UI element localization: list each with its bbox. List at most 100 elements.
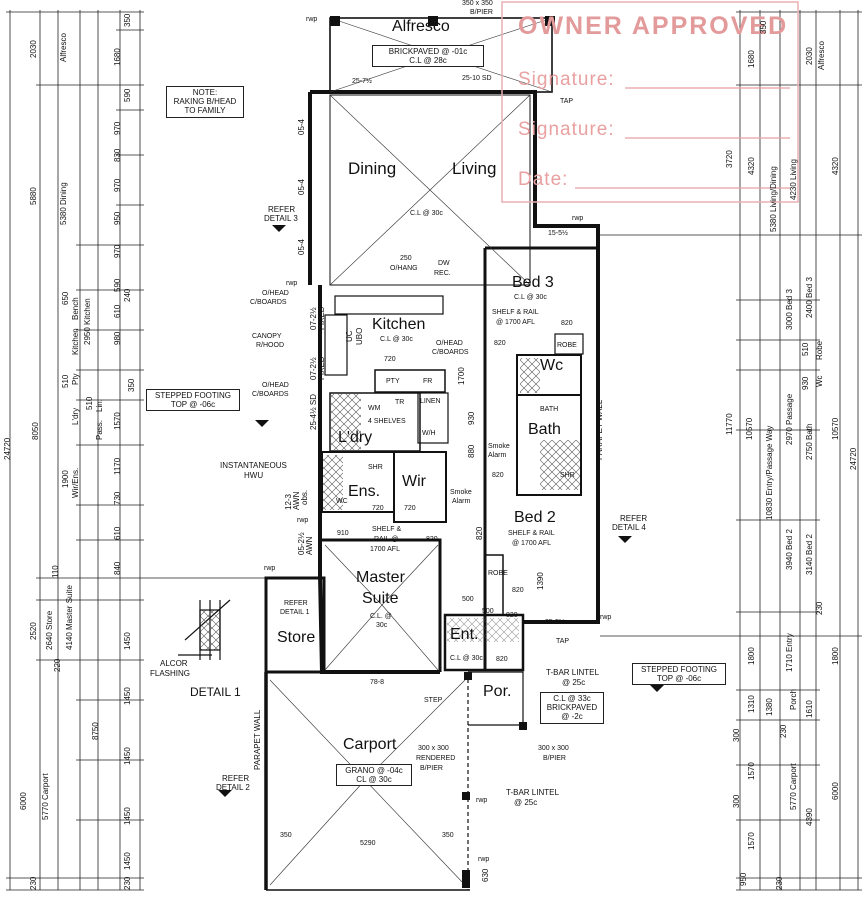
width-720-b: 720 [372, 505, 384, 512]
cboards-2: C/BOARDS [432, 349, 469, 356]
room-bath: Bath [528, 421, 561, 438]
width-820-f: 820 [506, 612, 518, 619]
refer-detail4-2: DETAIL 4 [612, 523, 646, 532]
shr-2: SHR [560, 472, 575, 479]
dim-630: 630 [481, 868, 490, 882]
tbar-2-a: T-BAR LINTEL [506, 788, 559, 797]
kitchen-ceiling: C.L @ 30c [380, 336, 413, 343]
shr-1: SHR [368, 464, 383, 471]
ld-5380-dining: 5380 Dining [59, 182, 68, 225]
ld-610: 610 [113, 304, 122, 318]
room-ens: Ens. [348, 483, 381, 500]
dim-1700: 1700 [457, 367, 466, 385]
porch-spec-2: BRICKPAVED [546, 703, 598, 713]
stamp-border [501, 1, 799, 203]
fixed-4: FIXED [317, 356, 326, 380]
rwp-3: rwp [286, 280, 298, 287]
ld-730: 730 [113, 491, 122, 505]
master-ceiling-1: C.L. @ [370, 613, 392, 620]
width-820-e: 820 [512, 587, 524, 594]
width-720-c: 720 [404, 505, 416, 512]
rd-1380: 1380 [765, 698, 774, 716]
ld-5880: 5880 [29, 187, 38, 205]
width-820-b: 820 [494, 340, 506, 347]
rd-510: 510 [801, 342, 810, 356]
ld-1900: 1900 [61, 470, 70, 488]
master-ceiling-2: 30c [376, 622, 388, 629]
right-dimension-lines [739, 10, 859, 890]
refer-detail4-1: REFER [620, 514, 648, 523]
rd-10570-b: 10570 [831, 417, 840, 440]
parapet-wall-right: PARAPET WALL [595, 399, 604, 460]
refer-detail2-1: REFER [222, 774, 250, 783]
right-dimension-ticks [600, 11, 862, 891]
rd-11770: 11770 [725, 413, 734, 435]
tile-hatching [323, 358, 580, 642]
rd-300-b: 300 [732, 728, 741, 742]
dim-880: 880 [467, 444, 476, 458]
carport-spec-2: CL @ 30c [356, 775, 392, 785]
width-820-d: 820 [426, 536, 438, 543]
width-820-g: 820 [496, 656, 508, 663]
ld-ldry: L'dry [71, 407, 80, 425]
rd-1680: 1680 [747, 50, 756, 68]
porch-spec-3: @ -2c [561, 712, 583, 722]
awn-4: AWN [305, 536, 314, 555]
rd-230-c: 230 [775, 876, 784, 890]
stepped-footing-1: STEPPED FOOTING TOP @ -06c [146, 389, 240, 412]
fall-top-2: 25-10 SD [462, 75, 492, 82]
rwp-2: rwp [572, 215, 584, 222]
wh: W/H [422, 430, 436, 437]
building-walls [264, 17, 600, 891]
rd-350: 350 [759, 20, 768, 34]
rd-300-a: 300 [732, 794, 741, 808]
tr: TR [395, 399, 405, 406]
rd-4320-a: 4320 [747, 157, 756, 175]
shelves: 4 SHELVES [368, 418, 406, 425]
ld-2640-store: 2640 Store [45, 610, 54, 650]
rd-robe: Robe [815, 340, 824, 360]
ld-970-b: 970 [113, 178, 122, 192]
ld-1450-c: 1450 [123, 747, 132, 765]
ld-1680: 1680 [113, 48, 122, 66]
stamp-signature-lines [575, 87, 790, 189]
refer-detail2-2: DETAIL 2 [216, 783, 250, 792]
width-500-b: 500 [482, 608, 494, 615]
uc: UC [345, 330, 354, 342]
stepped-footing-2-b: TOP @ -06c [656, 674, 702, 684]
wc-2: WC [336, 498, 348, 505]
bed3-ceiling: C.L @ 30c [514, 294, 547, 301]
width-720-a: 720 [384, 356, 396, 363]
ld-220: 220 [53, 658, 62, 672]
ohead-2: O/HEAD [436, 340, 463, 347]
window-05-a: 05-4 [297, 118, 306, 135]
ld-4140-master: 4140 Master Suite [65, 585, 74, 650]
cboards-3: C/BOARDS [252, 391, 289, 398]
ld-8050: 8050 [31, 422, 40, 440]
ld-970-c: 970 [113, 244, 122, 258]
ubo: UBO [355, 327, 364, 345]
hwu: HWU [244, 471, 264, 480]
ld-2030: 2030 [29, 40, 38, 58]
ld-590: 590 [123, 88, 132, 102]
alfresco-spec-2: C.L @ 28c [409, 56, 447, 66]
afl-2: 1700 AFL [370, 546, 400, 553]
parapet-wall-left: PARAPET WALL [253, 709, 262, 770]
ld-1170: 1170 [113, 457, 122, 475]
ohead-1: O/HEAD [262, 290, 289, 297]
rd-1800-b: 1800 [831, 647, 840, 665]
stamp-title: OWNER APPROVED [518, 12, 789, 40]
tap-1: TAP [560, 98, 574, 105]
carport-spec-1: GRANO @ -04c [345, 766, 403, 775]
step: STEP [424, 697, 443, 704]
carport-spec: GRANO @ -04c CL @ 30c [336, 764, 412, 787]
dim-1390: 1390 [536, 572, 545, 590]
ld-2520: 2520 [29, 622, 38, 640]
alarm-2: Alarm [452, 498, 471, 505]
ld-240: 240 [123, 288, 132, 302]
rd-930: 930 [801, 376, 810, 390]
refer-detail3-1: REFER [268, 205, 296, 214]
rd-24720: 24720 [849, 447, 858, 470]
room-living: Living [452, 159, 497, 178]
